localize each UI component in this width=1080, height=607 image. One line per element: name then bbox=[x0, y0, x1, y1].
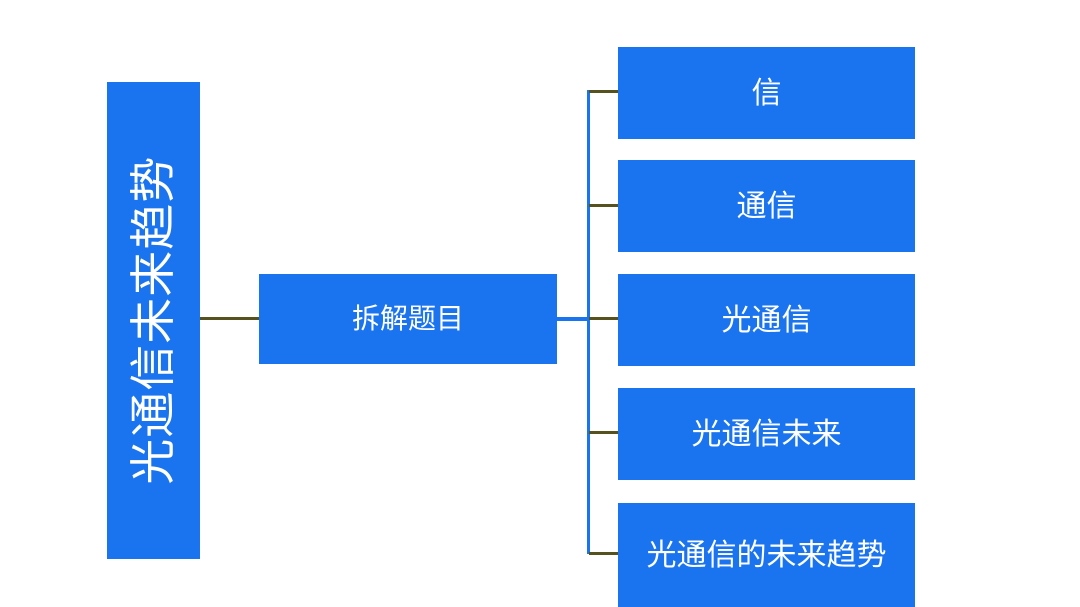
root-node-label: 光通信未来趋势 bbox=[127, 156, 180, 485]
root-node[interactable]: 光通信未来趋势 bbox=[107, 82, 200, 559]
connector-stub-leaf-3 bbox=[589, 317, 619, 320]
connector-stub-leaf-2 bbox=[589, 204, 619, 207]
branch-node[interactable]: 拆解题目 bbox=[259, 274, 557, 364]
connector-branch-to-trunk bbox=[557, 317, 590, 321]
leaf-node-1-label: 信 bbox=[751, 76, 782, 110]
connector-vertical-trunk bbox=[587, 90, 590, 554]
leaf-node-3[interactable]: 光通信 bbox=[618, 274, 915, 366]
connector-stub-leaf-1 bbox=[589, 90, 619, 93]
branch-node-label: 拆解题目 bbox=[351, 302, 464, 334]
leaf-node-4-label: 光通信未来 bbox=[691, 417, 842, 451]
leaf-node-5-label: 光通信的未来趋势 bbox=[646, 538, 887, 572]
connector-stub-leaf-4 bbox=[589, 431, 619, 434]
leaf-node-2[interactable]: 通信 bbox=[618, 160, 915, 252]
leaf-node-3-label: 光通信 bbox=[721, 303, 812, 337]
leaf-node-2-label: 通信 bbox=[736, 189, 797, 223]
connector-stub-leaf-5 bbox=[589, 552, 619, 555]
leaf-node-1[interactable]: 信 bbox=[618, 47, 915, 139]
leaf-node-4[interactable]: 光通信未来 bbox=[618, 388, 915, 480]
leaf-node-5[interactable]: 光通信的未来趋势 bbox=[618, 503, 915, 607]
connector-root-to-branch bbox=[200, 317, 259, 320]
